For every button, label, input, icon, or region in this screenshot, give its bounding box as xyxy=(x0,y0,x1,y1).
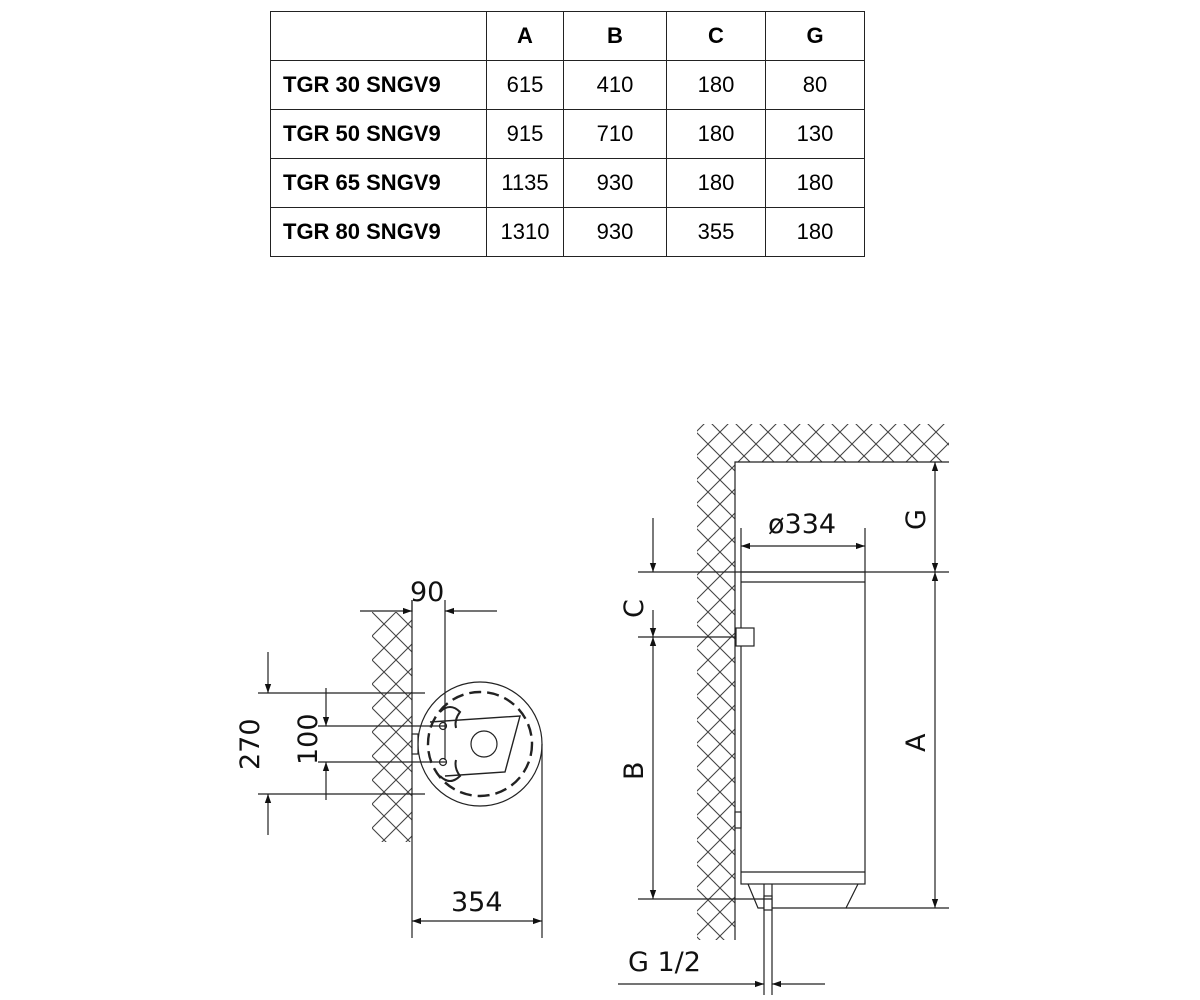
heater-top-outline xyxy=(417,681,543,807)
value-a: 915 xyxy=(486,109,564,159)
dim-334-label: ø334 xyxy=(768,509,836,540)
dim-a-label: A xyxy=(901,733,932,752)
value-g: 80 xyxy=(765,60,865,110)
wall-ceiling-face xyxy=(734,461,949,940)
wall-plate xyxy=(411,733,419,755)
mounting-bracket xyxy=(429,715,521,777)
dim-g-label: G xyxy=(901,509,932,530)
dim-90-label: 90 xyxy=(410,577,444,608)
value-b: 930 xyxy=(563,158,667,208)
header-c: C xyxy=(666,11,766,61)
ceiling-hatch xyxy=(735,424,949,462)
table-row: TGR 65 SNGV9 1135 930 180 180 xyxy=(270,158,865,208)
model-name: TGR 80 SNGV9 xyxy=(270,207,487,257)
heater-body xyxy=(740,571,866,885)
dim-100-label: 100 xyxy=(293,713,324,765)
heater-bracket xyxy=(735,627,755,647)
dim-c-label: C xyxy=(619,599,650,618)
pipe-fitting xyxy=(763,895,773,911)
table-row: TGR 80 SNGV9 1310 930 355 180 xyxy=(270,207,865,257)
dim-pipe-label: G 1/2 xyxy=(628,947,701,978)
value-c: 180 xyxy=(666,60,766,110)
table-row: TGR 50 SNGV9 915 710 180 130 xyxy=(270,109,865,159)
side-view xyxy=(618,424,949,995)
model-name: TGR 65 SNGV9 xyxy=(270,158,487,208)
value-b: 410 xyxy=(563,60,667,110)
value-a: 1310 xyxy=(486,207,564,257)
value-a: 615 xyxy=(486,60,564,110)
flue-circle xyxy=(470,730,498,758)
model-name: TGR 30 SNGV9 xyxy=(270,60,487,110)
value-b: 710 xyxy=(563,109,667,159)
heater-inner-dashed xyxy=(426,690,534,798)
wall-hatch-top-view xyxy=(372,612,412,842)
wall-hatch-side-view xyxy=(697,424,735,940)
top-view xyxy=(258,600,543,938)
value-g: 180 xyxy=(765,158,865,208)
dimensions-table: A B C G TGR 30 SNGV9 615 410 180 80 TGR … xyxy=(270,11,865,257)
bracket-hook-top xyxy=(439,706,462,729)
model-name: TGR 50 SNGV9 xyxy=(270,109,487,159)
value-b: 930 xyxy=(563,207,667,257)
value-g: 130 xyxy=(765,109,865,159)
value-c: 180 xyxy=(666,158,766,208)
heater-bottom-cap xyxy=(747,883,859,909)
dim-354-label: 354 xyxy=(451,887,503,918)
dim-270-label: 270 xyxy=(235,718,266,770)
bracket-hook-bottom xyxy=(439,759,462,782)
table-row: TGR 30 SNGV9 615 410 180 80 xyxy=(270,60,865,110)
lower-bracket xyxy=(734,811,742,829)
header-g: G xyxy=(765,11,865,61)
value-g: 180 xyxy=(765,207,865,257)
dim-b-label: B xyxy=(619,761,650,780)
value-c: 355 xyxy=(666,207,766,257)
